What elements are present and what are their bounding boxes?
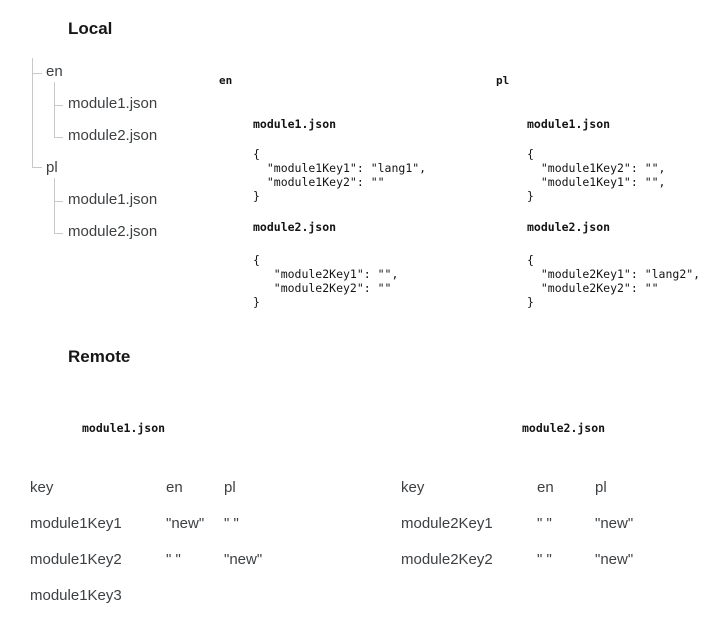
remote-table-module1: key en pl module1Key1 "new" " " module1K… bbox=[30, 479, 324, 623]
column-header-en: en bbox=[166, 479, 183, 496]
cell-key: module2Key2 bbox=[401, 551, 493, 568]
cell-key: module1Key2 bbox=[30, 551, 122, 568]
tree-folder-pl: pl bbox=[46, 159, 58, 176]
pl-column-label: pl bbox=[496, 74, 510, 87]
cell-en-value: "new" bbox=[166, 515, 205, 532]
tree-file-en-module2: module2.json bbox=[68, 127, 158, 144]
tree-file-en-module1: module1.json bbox=[68, 95, 158, 112]
pl-module1-filename: module1.json bbox=[527, 117, 611, 131]
en-column-label: en bbox=[219, 74, 233, 87]
pl-module1-code: { "module1Key2": "", "module1Key1": "", … bbox=[527, 147, 666, 203]
remote-module2-filename: module2.json bbox=[522, 421, 606, 435]
en-module1-filename: module1.json bbox=[253, 117, 337, 131]
tree-tick-pl-module2 bbox=[54, 233, 63, 234]
table-row: module2Key1 " " "new" bbox=[401, 515, 695, 551]
tree-tick-en-module2 bbox=[54, 137, 63, 138]
tree-en-vertical-line bbox=[54, 82, 55, 137]
pl-module2-code: { "module2Key1": "lang2", "module2Key2":… bbox=[527, 253, 701, 309]
tree-tick-pl bbox=[32, 167, 42, 168]
local-section-heading: Local bbox=[68, 19, 113, 38]
cell-pl-value: " " bbox=[224, 515, 239, 532]
cell-en-value bbox=[166, 587, 224, 623]
tree-file-pl-module1: module1.json bbox=[68, 191, 158, 208]
cell-pl-value: "new" bbox=[224, 551, 263, 568]
cell-en-value: " " bbox=[537, 515, 552, 532]
table-row: module1Key1 "new" " " bbox=[30, 515, 324, 551]
tree-root-vertical-line bbox=[32, 58, 33, 168]
cell-en-value: " " bbox=[166, 551, 181, 568]
pl-module2-filename: module2.json bbox=[527, 220, 611, 234]
column-header-pl: pl bbox=[595, 479, 607, 496]
tree-tick-pl-module1 bbox=[54, 201, 63, 202]
column-header-key: key bbox=[30, 479, 54, 496]
en-module1-code: { "module1Key1": "lang1", "module1Key2":… bbox=[253, 147, 427, 203]
remote-module1-filename: module1.json bbox=[82, 421, 166, 435]
table-row: module1Key3 bbox=[30, 587, 324, 623]
cell-en-value: " " bbox=[537, 551, 552, 568]
cell-pl-value: "new" bbox=[595, 551, 634, 568]
tree-file-pl-module2: module2.json bbox=[68, 223, 158, 240]
cell-pl-value bbox=[224, 587, 324, 623]
tree-tick-en bbox=[32, 73, 42, 74]
tree-pl-vertical-line bbox=[54, 178, 55, 233]
remote-section-heading: Remote bbox=[68, 347, 131, 366]
table-header-row: key en pl bbox=[401, 479, 695, 515]
column-header-key: key bbox=[401, 479, 425, 496]
column-header-pl: pl bbox=[224, 479, 236, 496]
en-module2-code: { "module2Key1": "", "module2Key2": "" } bbox=[253, 253, 399, 309]
cell-pl-value: "new" bbox=[595, 515, 634, 532]
table-row: module2Key2 " " "new" bbox=[401, 551, 695, 587]
table-header-row: key en pl bbox=[30, 479, 324, 515]
column-header-en: en bbox=[537, 479, 554, 496]
table-row: module1Key2 " " "new" bbox=[30, 551, 324, 587]
tree-tick-en-module1 bbox=[54, 105, 63, 106]
cell-key: module1Key3 bbox=[30, 587, 122, 604]
tree-folder-en: en bbox=[46, 63, 63, 80]
remote-table-module2: key en pl module2Key1 " " "new" module2K… bbox=[401, 479, 695, 587]
cell-key: module2Key1 bbox=[401, 515, 493, 532]
cell-key: module1Key1 bbox=[30, 515, 122, 532]
en-module2-filename: module2.json bbox=[253, 220, 337, 234]
